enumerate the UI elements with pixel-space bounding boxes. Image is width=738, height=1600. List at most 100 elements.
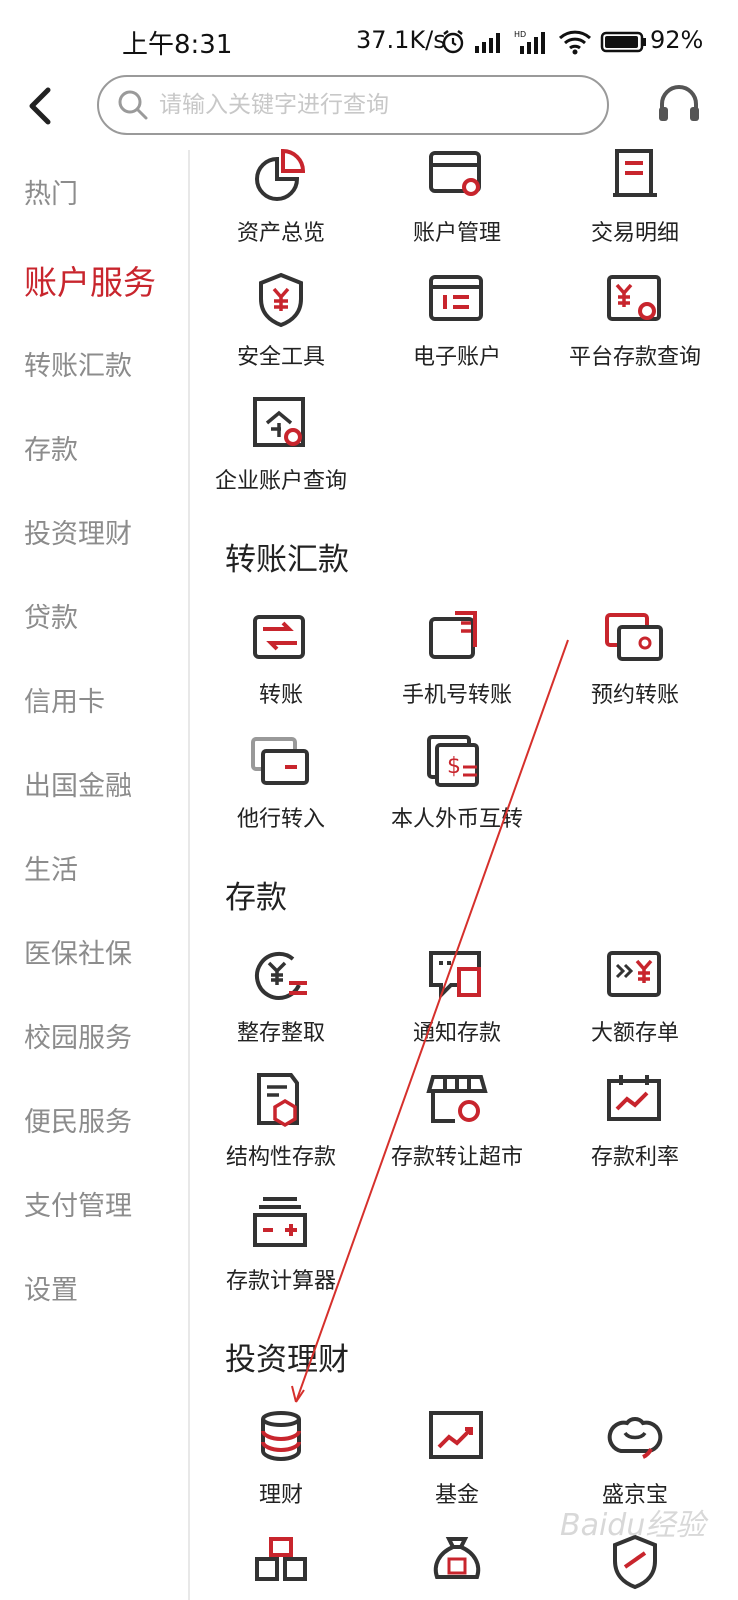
tile-label: 平台存款查询 [568, 345, 701, 370]
back-button[interactable] [18, 82, 66, 130]
building-blocks-icon [255, 1537, 307, 1581]
sidebar-item-payment-management[interactable]: 支付管理 [24, 1191, 132, 1222]
notice-deposit-icon [429, 951, 481, 1000]
category-sidebar: 热门 账户服务 转账汇款 存款 投资理财 贷款 信用卡 出国金融 生活 医保社保… [0, 150, 190, 1600]
wifi-icon [558, 30, 592, 55]
wealth-stack-icon [261, 1411, 301, 1462]
sidebar-item-medical-insurance[interactable]: 医保社保 [24, 939, 132, 970]
tile-currency-exchange[interactable]: $ 本人外币互转 [368, 733, 546, 843]
tile-partial-1[interactable] [192, 1533, 370, 1600]
tile-label: 本人外币互转 [390, 807, 523, 832]
tile-inbound-transfer[interactable]: 他行转入 [192, 733, 370, 843]
tile-calculator[interactable]: 存款计算器 [192, 1195, 370, 1305]
sidebar-item-credit-card[interactable]: 信用卡 [24, 687, 105, 718]
tile-label: 结构性存款 [225, 1145, 336, 1170]
tile-deposit-market[interactable]: 存款转让超市 [368, 1071, 546, 1181]
tile-account-management[interactable]: 账户管理 [368, 147, 546, 257]
tile-label: 存款利率 [590, 1145, 679, 1170]
treasure-icon [607, 1417, 663, 1459]
tile-partial-3[interactable] [546, 1533, 724, 1600]
shield-yuan-icon [259, 272, 303, 328]
sidebar-item-convenience[interactable]: 便民服务 [24, 1107, 132, 1138]
section-title-deposit: 存款 [225, 880, 287, 916]
tile-security-tools[interactable]: 安全工具 [192, 271, 370, 381]
tile-asset-overview[interactable]: 资产总览 [192, 147, 370, 257]
tile-shengjingbao[interactable]: 盛京宝 [546, 1409, 724, 1519]
tile-notice-deposit[interactable]: 通知存款 [368, 947, 546, 1057]
headset-icon [659, 85, 699, 121]
sidebar-item-settings[interactable]: 设置 [24, 1275, 78, 1306]
section-title-transfer: 转账汇款 [225, 542, 349, 578]
header [0, 72, 738, 142]
lump-deposit-icon [254, 951, 307, 1000]
tile-partial-2[interactable] [368, 1533, 546, 1600]
enterprise-search-icon [253, 397, 305, 447]
service-grid: 资产总览 账户管理 交易明细 安全工具 电子账户 平台存款查询 企业账户查询 转… [192, 142, 738, 1600]
tile-structured-deposit[interactable]: 结构性存款 [192, 1071, 370, 1181]
section-title-investment: 投资理财 [225, 1342, 349, 1378]
sidebar-item-deposit[interactable]: 存款 [24, 435, 78, 466]
tile-transaction-details[interactable]: 交易明细 [546, 147, 724, 257]
tile-large-cd[interactable]: 大额存单 [546, 947, 724, 1057]
sidebar-item-investment[interactable]: 投资理财 [24, 519, 132, 550]
sidebar-item-campus[interactable]: 校园服务 [24, 1023, 132, 1054]
watermark: Baidu经验 [560, 1508, 706, 1543]
sidebar-item-transfer[interactable]: 转账汇款 [24, 351, 132, 382]
back-arrow-icon [29, 87, 51, 125]
inbound-transfer-icon [251, 737, 309, 785]
tile-label: 安全工具 [236, 345, 325, 370]
tile-label: 通知存款 [412, 1021, 501, 1046]
tile-label: 预约转账 [590, 683, 679, 708]
tile-transfer[interactable]: 转账 [192, 609, 370, 719]
network-speed: 37.1K/s [356, 26, 446, 54]
tile-phone-transfer[interactable]: 手机号转账 [368, 609, 546, 719]
tile-enterprise-account-query[interactable]: 企业账户查询 [192, 395, 370, 505]
tile-label: 存款转让超市 [390, 1145, 523, 1170]
customer-service-button[interactable] [654, 80, 704, 130]
status-bar: 上午8:31 37.1K/s HD 92% [0, 0, 738, 80]
search-icon [118, 90, 148, 120]
tile-label: 整存整取 [236, 1021, 325, 1046]
tile-lump-deposit[interactable]: 整存整取 [192, 947, 370, 1057]
hd-signal-icon: HD [514, 30, 545, 54]
structured-deposit-icon [257, 1073, 299, 1128]
calculator-icon [253, 1197, 307, 1247]
svg-text:$: $ [447, 754, 461, 779]
fund-chart-icon [429, 1411, 483, 1459]
search-bar[interactable] [97, 75, 609, 135]
tile-platform-deposit-query[interactable]: 平台存款查询 [546, 271, 724, 381]
tile-scheduled-transfer[interactable]: 预约转账 [546, 609, 724, 719]
tile-label: 盛京宝 [601, 1483, 668, 1508]
currency-exchange-icon: $ [427, 735, 479, 787]
tile-label: 电子账户 [412, 345, 501, 370]
interest-rate-icon [607, 1075, 661, 1121]
e-account-icon [429, 275, 483, 321]
sidebar-item-account-service[interactable]: 账户服务 [24, 263, 156, 302]
svg-text:HD: HD [514, 30, 526, 39]
tile-interest-rate[interactable]: 存款利率 [546, 1071, 724, 1181]
phone-transfer-icon [429, 611, 477, 659]
tile-label: 他行转入 [236, 807, 325, 832]
search-input[interactable] [159, 92, 579, 118]
tile-label: 企业账户查询 [214, 469, 347, 494]
tile-label: 大额存单 [590, 1021, 679, 1046]
receipt-icon [613, 149, 657, 197]
alarm-icon [442, 30, 464, 54]
sidebar-item-hot[interactable]: 热门 [24, 179, 78, 210]
tile-e-account[interactable]: 电子账户 [368, 271, 546, 381]
money-bag-icon [433, 1537, 481, 1579]
yuan-search-icon [607, 275, 661, 321]
tile-label: 手机号转账 [401, 683, 512, 708]
card-gear-icon [429, 151, 481, 196]
insurance-shield-icon [613, 1534, 657, 1590]
tile-label: 交易明细 [590, 221, 679, 246]
sidebar-item-loan[interactable]: 贷款 [24, 603, 78, 634]
sidebar-item-life[interactable]: 生活 [24, 855, 78, 886]
pie-chart-icon [255, 148, 306, 201]
tile-wealth-management[interactable]: 理财 [192, 1409, 370, 1519]
deposit-market-icon [426, 1075, 488, 1123]
tile-fund[interactable]: 基金 [368, 1409, 546, 1519]
sidebar-item-overseas-finance[interactable]: 出国金融 [24, 771, 132, 802]
battery-percent: 92% [650, 26, 704, 54]
transfer-icon [253, 615, 305, 659]
